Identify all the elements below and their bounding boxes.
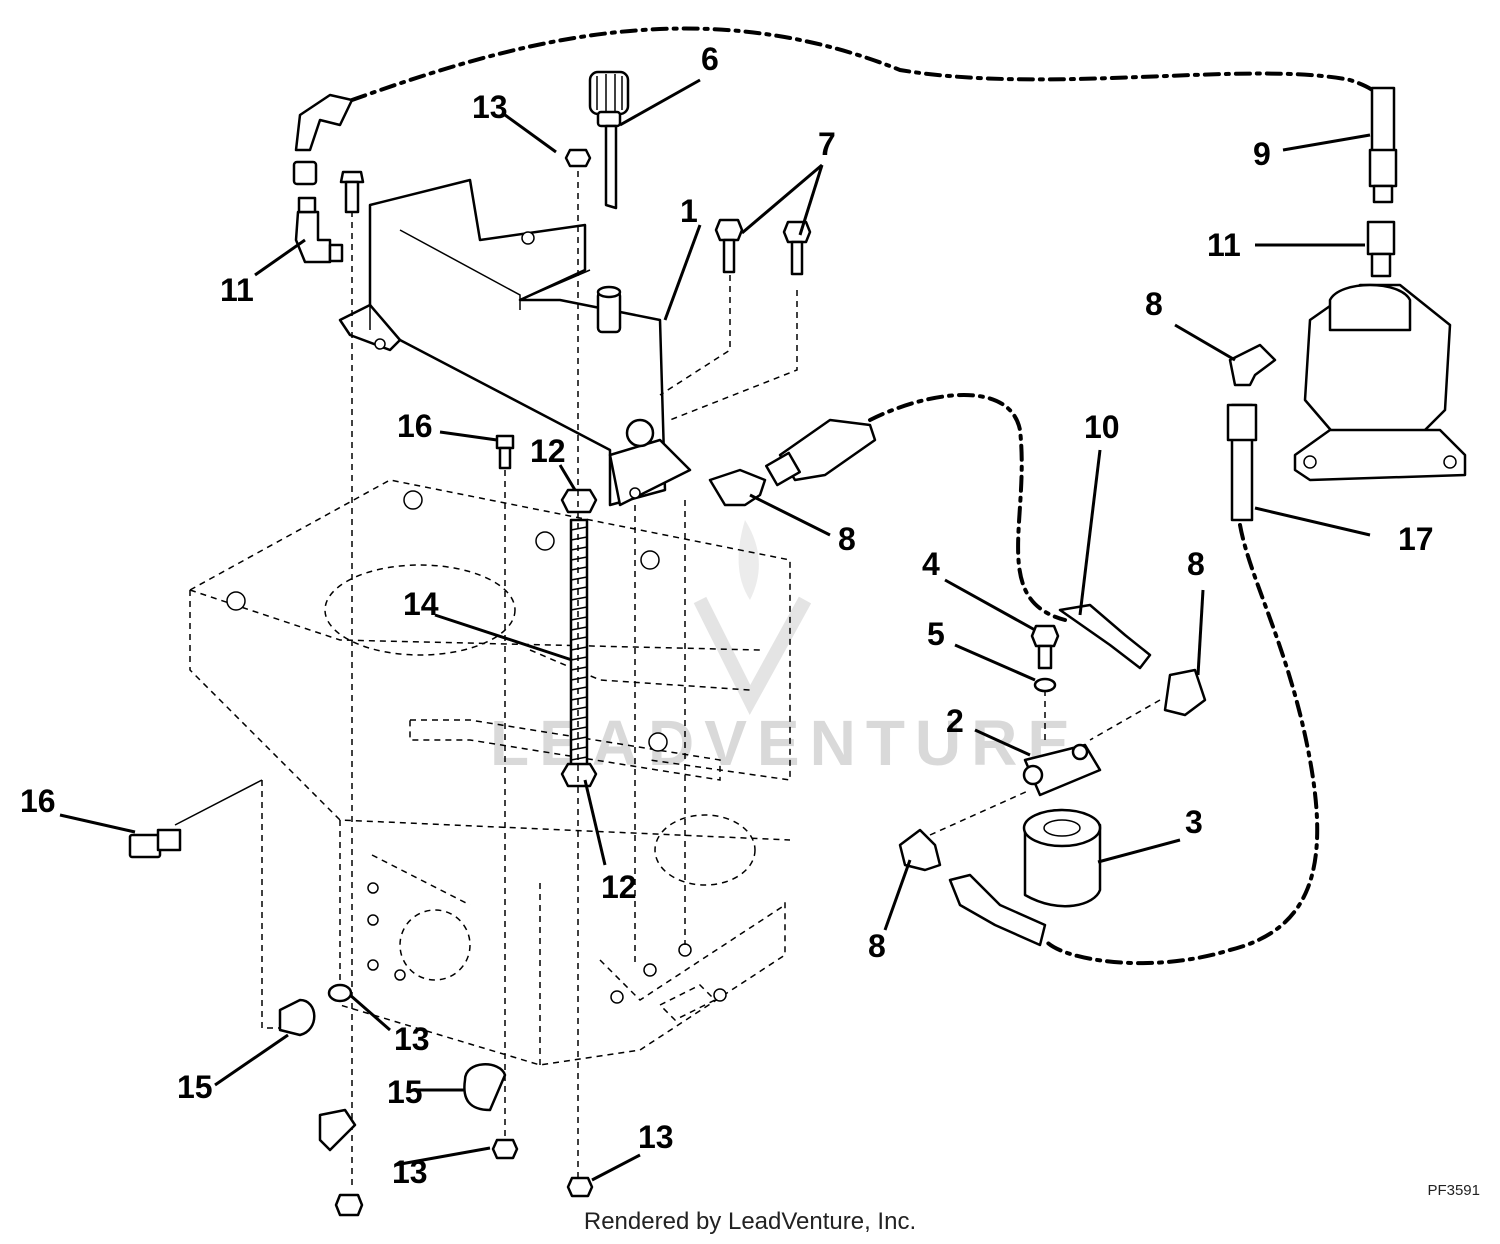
callout-2: 2 <box>946 703 964 739</box>
hardware <box>128 148 1060 1217</box>
footer-credit: Rendered by LeadVenture, Inc. <box>583 1208 917 1235</box>
callout-16-left: 16 <box>20 783 56 819</box>
figure-id: PF3591 <box>1427 1182 1480 1199</box>
callout-11-right: 11 <box>1207 227 1241 263</box>
callout-12-upper: 12 <box>530 433 566 469</box>
callout-14: 14 <box>403 586 439 622</box>
oil-reservoir-bracket <box>338 178 692 507</box>
hose-top <box>350 26 1387 112</box>
callout-9: 9 <box>1253 136 1271 172</box>
callout-16-top: 16 <box>397 408 433 444</box>
callout-13-mid: 13 <box>394 1021 430 1057</box>
callout-numbers: 1 2 3 4 5 6 7 8 8 8 8 9 10 11 11 12 12 1… <box>20 41 1434 1190</box>
chassis-frame <box>189 479 791 1066</box>
dipstick <box>588 70 630 210</box>
callout-8-middle: 8 <box>838 521 856 557</box>
callout-8-upper-right: 8 <box>1145 286 1163 322</box>
callout-3: 3 <box>1185 804 1203 840</box>
callout-15-right: 15 <box>387 1074 423 1110</box>
hose-middle <box>868 393 1067 622</box>
callout-10: 10 <box>1084 409 1120 445</box>
fittings-and-hoses <box>292 86 1467 947</box>
threaded-rod <box>560 488 598 788</box>
callout-7: 7 <box>818 126 836 162</box>
leader-lines <box>59 78 1371 1182</box>
callout-6: 6 <box>701 41 719 77</box>
callout-11-left: 11 <box>220 272 254 308</box>
callout-12-lower: 12 <box>601 869 637 905</box>
alignment-lines <box>174 160 1161 1190</box>
callout-13-bottom-right: 13 <box>638 1119 674 1155</box>
callout-15-left: 15 <box>177 1069 213 1105</box>
callout-13-top: 13 <box>472 89 508 125</box>
filter-assembly <box>1022 743 1102 908</box>
callout-8-right: 8 <box>1187 546 1205 582</box>
callout-5: 5 <box>927 616 945 652</box>
callout-1: 1 <box>680 193 698 229</box>
callout-4: 4 <box>922 546 940 582</box>
callout-8-lower: 8 <box>868 928 886 964</box>
hose-bottom <box>1043 523 1320 966</box>
callout-13-bottom-left: 13 <box>392 1154 428 1190</box>
callout-17: 17 <box>1398 521 1434 557</box>
